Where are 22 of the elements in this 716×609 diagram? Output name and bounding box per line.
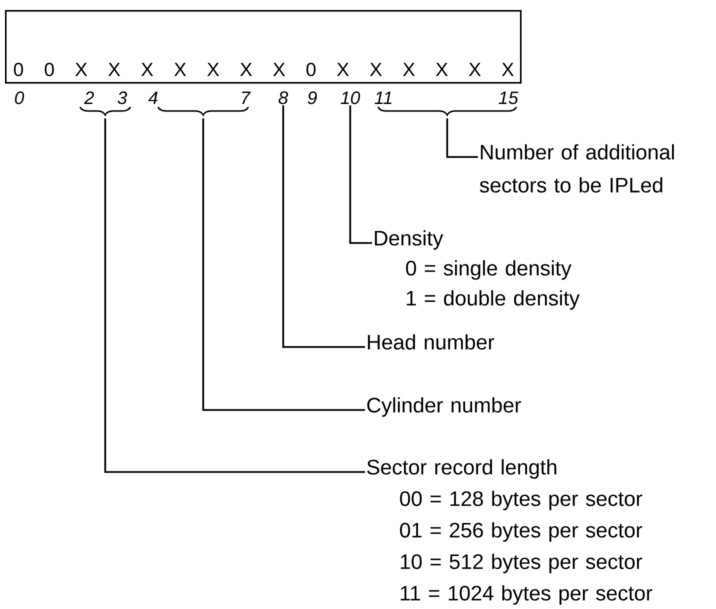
description-text: Cylinder number: [367, 397, 522, 417]
description-text: Number of additional sectors to be IPLed: [480, 144, 674, 193]
leader-line: [446, 118, 478, 158]
bit-number: 10: [340, 91, 360, 104]
leader-line: [282, 105, 365, 348]
description-text: Density 0 = single density 1 = double density: [374, 230, 580, 310]
leader-line: [202, 118, 365, 411]
leader-line: [349, 105, 372, 244]
brace: [377, 106, 518, 116]
description-text: Sector record length 00 = 128 bytes per sector 01 = 256 bytes per sector 10 = 512 bytes per sector 11 = 1024 bytes per sector: [367, 459, 652, 605]
brace: [79, 106, 132, 116]
brace: [157, 106, 250, 116]
bit-number: 7: [242, 92, 251, 104]
bit-number: 4: [148, 92, 158, 104]
register-box: 0 0 X X X X X X X 0 X X X X X X: [5, 10, 522, 84]
bit-number: 8: [278, 91, 288, 104]
bit-number: 11: [374, 92, 392, 104]
description-text: Head number: [368, 334, 494, 350]
bit-number: 15: [498, 92, 518, 104]
bit-number: 2: [84, 91, 94, 104]
bit-number: 3: [118, 91, 128, 104]
leader-line: [104, 118, 365, 473]
